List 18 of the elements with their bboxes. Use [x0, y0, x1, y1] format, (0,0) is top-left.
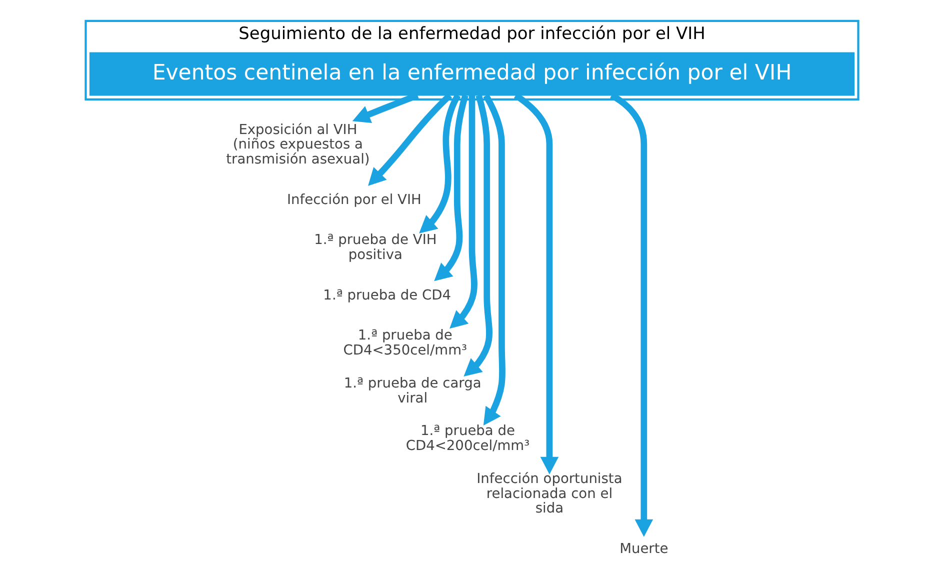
arrow: [368, 92, 452, 186]
node-text: 1.ª prueba de CD4: [322, 287, 451, 304]
arrow: [418, 94, 460, 234]
node-text: 1.ª prueba de CD4<200cel/mm³: [405, 423, 530, 454]
node-text: Infección por el VIH: [286, 192, 421, 208]
node-text: 1.ª prueba de carga viral: [343, 375, 481, 406]
node-text: Infección oportunista relacionada con el sida: [476, 470, 622, 517]
arrow: [482, 94, 505, 426]
node-box: Eventos centinela en la enfermedad por infección por el VIH: [88, 52, 854, 96]
node-text: 1.ª prueba de CD4<350cel/mm³: [342, 328, 467, 359]
arrow: [513, 92, 558, 474]
node-text: Exposición al VIH (niños expuestos a transmisión asexual): [226, 122, 370, 168]
node-text: Muerte: [619, 541, 668, 558]
arrow: [449, 95, 477, 329]
arrow: [434, 94, 468, 282]
arrow: [609, 92, 653, 537]
arrow: [463, 94, 492, 376]
node-text: 1.ª prueba de VIH positiva: [314, 232, 436, 264]
